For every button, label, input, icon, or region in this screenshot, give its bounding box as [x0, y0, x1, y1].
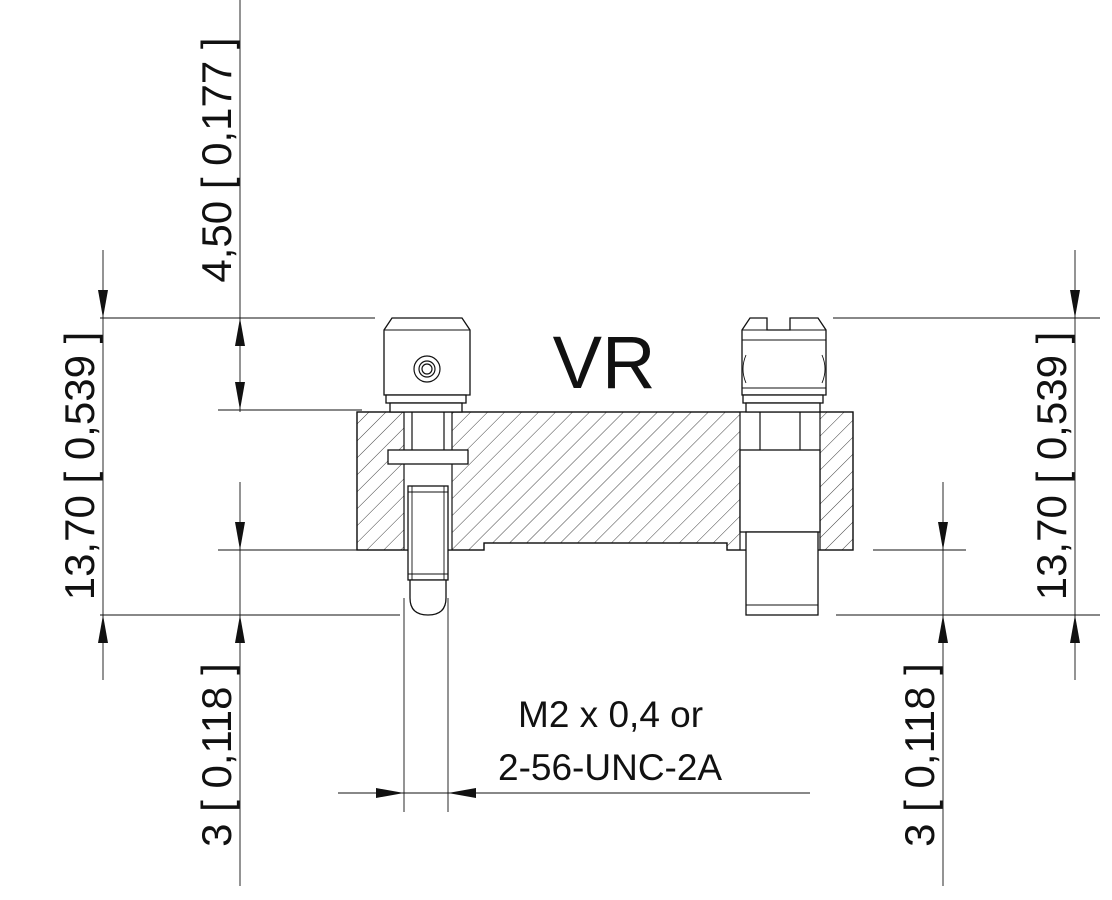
- thread-note-line1: M2 x 0,4 or: [518, 694, 703, 735]
- drawing-title: VR: [553, 321, 656, 404]
- left-dimension-lines: [98, 0, 400, 886]
- thread-note-line2: 2-56-UNC-2A: [498, 747, 722, 788]
- dim-height-right: 13,70 [ 0,539 ]: [1028, 332, 1075, 601]
- right-socket: [739, 317, 827, 616]
- left-pin: [383, 317, 471, 616]
- dim-height-left: 13,70 [ 0,539 ]: [56, 332, 103, 601]
- right-dimension-lines: [833, 250, 1100, 886]
- dim-top-left: 4,50 [ 0,177 ]: [193, 37, 240, 282]
- dim-bottom-left: 3 [ 0,118 ]: [193, 663, 240, 847]
- hex-socket-icon: [413, 355, 441, 383]
- dim-bottom-right: 3 [ 0,118 ]: [896, 663, 943, 847]
- thread-diameter-dimension: [338, 598, 810, 812]
